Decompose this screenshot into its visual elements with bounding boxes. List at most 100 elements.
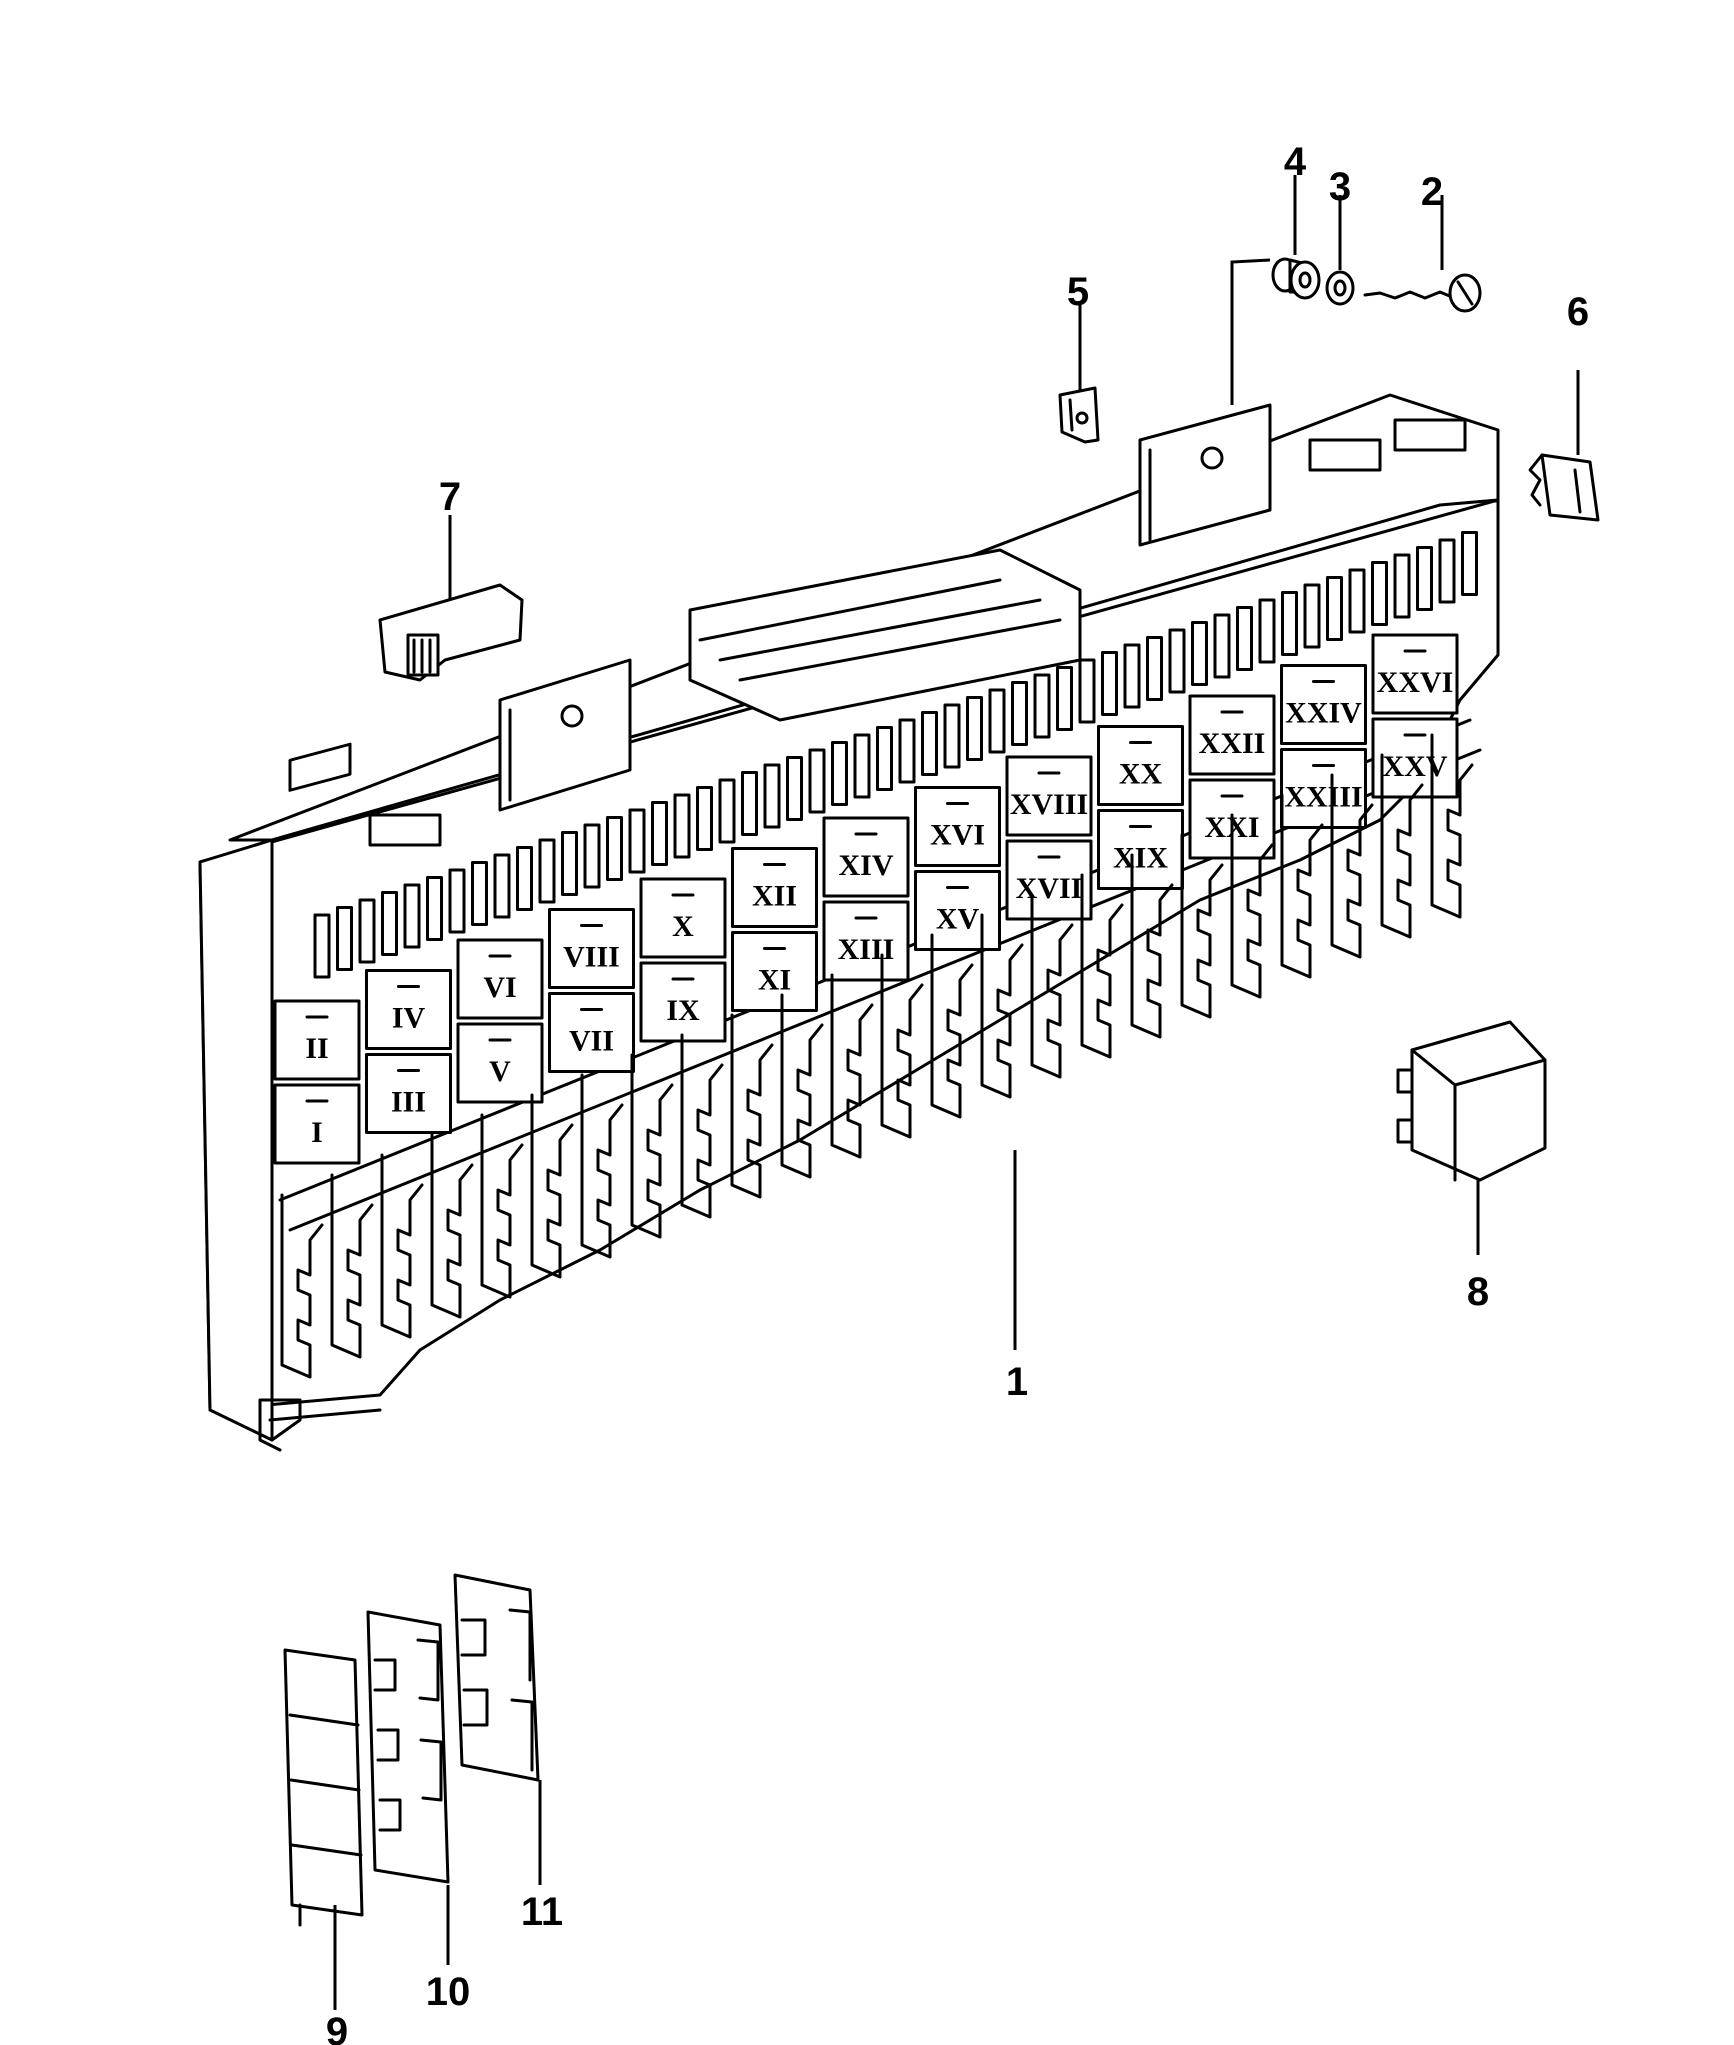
- leader-lines: [333, 175, 1580, 2010]
- fuse-blade: [763, 763, 781, 829]
- callout-11: 11: [521, 1890, 563, 1934]
- relay-slot: [1280, 748, 1367, 829]
- slot-label: I: [311, 1116, 323, 1149]
- relay-slot: [456, 938, 544, 1020]
- terminal-comb: [780, 993, 824, 1179]
- fuse-blade: [1326, 576, 1343, 641]
- relay-slot: [548, 908, 635, 989]
- callout-1: 1: [1006, 1360, 1028, 1404]
- fuse-blade: [313, 913, 331, 979]
- fuse-blade: [628, 808, 646, 874]
- slot-label: XII: [752, 880, 797, 913]
- fuse-blade: [1123, 643, 1141, 709]
- callout-8: 8: [1467, 1270, 1489, 1314]
- slot-label: XI: [758, 964, 791, 997]
- fuse-blade: [1393, 553, 1411, 619]
- fuse-blade: [471, 861, 488, 926]
- fuse-blade: [516, 846, 533, 911]
- fuse-blade: [808, 748, 826, 814]
- slot-label: XVIII: [1010, 788, 1088, 821]
- fuse-blade: [1078, 658, 1096, 724]
- fuse-blade: [1056, 666, 1073, 731]
- fuse-blade: [336, 906, 353, 971]
- terminal-comb: [980, 913, 1024, 1099]
- terminal-comb: [430, 1133, 474, 1319]
- callout-labels: 1 2 3 4 5 6 7 8 9 10 11: [326, 140, 1589, 2045]
- fuse-blade: [1461, 531, 1478, 596]
- slot-label: XIV: [838, 849, 893, 882]
- terminal-comb-row: [280, 733, 1474, 1379]
- terminal-comb: [1130, 853, 1174, 1039]
- fuse-blade: [831, 741, 848, 806]
- relay-slot: [1371, 717, 1459, 799]
- fuse-blade: [741, 771, 758, 836]
- slot-label: XIII: [838, 933, 895, 966]
- relay-slot: [822, 900, 910, 982]
- slot-label: IV: [392, 1002, 426, 1035]
- fuse-blade: [538, 838, 556, 904]
- terminal-comb: [680, 1033, 724, 1219]
- relay-slot: [456, 1022, 544, 1104]
- fuse-blade: [943, 703, 961, 769]
- fuse-blade: [876, 726, 893, 791]
- slot-label: VIII: [563, 941, 620, 974]
- fuse-blade: [988, 688, 1006, 754]
- terminal-comb: [1080, 873, 1124, 1059]
- fuse-blade: [493, 853, 511, 919]
- terminal-comb: [730, 1013, 774, 1199]
- fuse-blade: [1303, 583, 1321, 649]
- relay-slot-grid: IIIIIIIVVVIVIIVIIIIXXXIXIIXIIIXIVXVXVIXV…: [273, 531, 1478, 1165]
- fuse-blade: [673, 793, 691, 859]
- relay-slot: [1097, 725, 1184, 806]
- slot-label: XIX: [1113, 842, 1168, 875]
- slot-label: XVI: [930, 819, 985, 852]
- relay-slot: [1280, 664, 1367, 745]
- callout-6: 6: [1567, 290, 1589, 334]
- slot-label: XXIII: [1284, 781, 1362, 814]
- terminal-comb: [480, 1113, 524, 1299]
- relay-slot: [822, 816, 910, 898]
- terminal-comb: [1380, 753, 1424, 939]
- fuse-blade: [921, 711, 938, 776]
- terminal-comb: [530, 1093, 574, 1279]
- relay-slot: [1188, 694, 1276, 776]
- screw-part: [1363, 273, 1482, 313]
- slot-label: V: [489, 1055, 511, 1088]
- relay-slot: [273, 999, 361, 1081]
- slot-label: III: [391, 1086, 426, 1119]
- callout-7: 7: [439, 475, 461, 519]
- mounting-leader-line: [1230, 258, 1271, 405]
- fuse-blade: [1348, 568, 1366, 634]
- callout-10: 10: [426, 1970, 471, 2014]
- callout-2: 2: [1421, 170, 1443, 214]
- relay-slot: [639, 877, 727, 959]
- relay-slot: [914, 786, 1001, 867]
- relay-slot: [365, 969, 452, 1050]
- clip-part: [1058, 386, 1100, 444]
- fuse-blade: [561, 831, 578, 896]
- terminal-comb: [580, 1073, 624, 1259]
- fuse-blade: [1168, 628, 1186, 694]
- fuse-blade: [606, 816, 623, 881]
- fuse-blade: [403, 883, 421, 949]
- terminal-comb: [630, 1053, 674, 1239]
- terminal-comb: [830, 973, 874, 1159]
- fuse-blade: [1011, 681, 1028, 746]
- fuse-blade: [966, 696, 983, 761]
- slot-label: IX: [666, 994, 700, 1027]
- relay-slot: [1097, 809, 1184, 890]
- contact-carrier-part: [366, 1610, 450, 1884]
- slot-label: XXV: [1383, 750, 1448, 783]
- fuse-part: [1528, 453, 1600, 522]
- fuse-blade: [1236, 606, 1253, 671]
- slot-label: XXVI: [1377, 666, 1454, 699]
- fuse-blade: [448, 868, 466, 934]
- slot-label: XXII: [1199, 727, 1266, 760]
- relay-slot: [731, 931, 818, 1012]
- slot-label: XVII: [1016, 872, 1083, 905]
- slot-label: X: [672, 910, 694, 943]
- slot-label: XXIV: [1285, 697, 1362, 730]
- slot-label: VII: [569, 1025, 614, 1058]
- terminal-comb: [1280, 793, 1324, 979]
